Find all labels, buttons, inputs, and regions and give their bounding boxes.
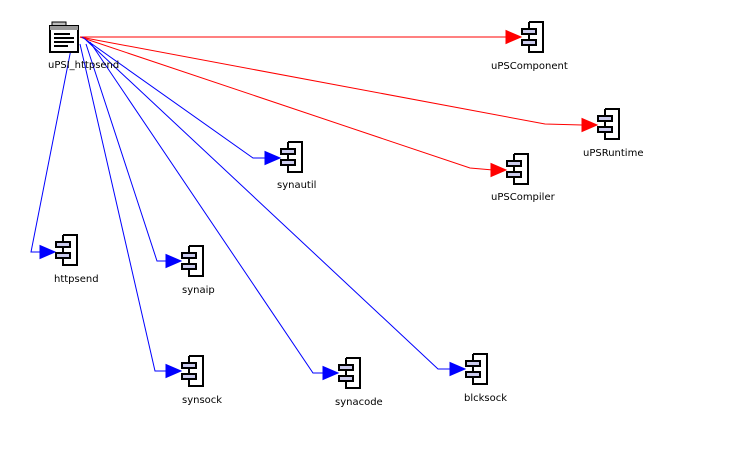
arrowhead-icon xyxy=(39,244,57,260)
edge-line xyxy=(79,36,583,126)
component-icon xyxy=(280,141,303,173)
node-uPSComponent[interactable]: uPSComponent xyxy=(491,21,568,72)
arrowhead-icon xyxy=(490,162,508,178)
component-icon xyxy=(338,357,361,389)
edge-uPSI_httpsend-to-blcksock[interactable] xyxy=(85,39,467,377)
component-icon xyxy=(506,153,529,185)
edge-uPSI_httpsend-to-synsock[interactable] xyxy=(79,43,183,379)
node-label: uPSCompiler xyxy=(491,192,556,203)
arrowhead-icon xyxy=(322,365,340,381)
component-icon xyxy=(465,353,488,385)
edge-uPSI_httpsend-to-synaip[interactable] xyxy=(85,43,183,269)
arrowhead-icon xyxy=(165,253,183,269)
node-label: synautil xyxy=(277,180,316,191)
node-label: synacode xyxy=(335,397,383,408)
edge-uPSI_httpsend-to-uPSCompiler[interactable] xyxy=(79,36,508,178)
node-label: synaip xyxy=(182,285,215,296)
edges-layer xyxy=(30,29,599,381)
node-synsock[interactable]: synsock xyxy=(181,355,222,406)
edge-uPSI_httpsend-to-uPSRuntime[interactable] xyxy=(79,36,599,133)
node-synautil[interactable]: synautil xyxy=(277,141,316,191)
node-synacode[interactable]: synacode xyxy=(335,357,383,408)
edge-line xyxy=(85,43,166,262)
arrowhead-icon xyxy=(264,150,282,166)
node-blcksock[interactable]: blcksock xyxy=(464,353,507,404)
node-label: synsock xyxy=(182,395,222,406)
edge-line xyxy=(89,41,323,374)
component-icon xyxy=(181,245,204,277)
component-icon xyxy=(521,21,544,53)
edge-line xyxy=(85,39,450,370)
arrowhead-icon xyxy=(165,363,183,379)
arrowhead-icon xyxy=(449,361,467,377)
edge-uPSI_httpsend-to-synautil[interactable] xyxy=(81,36,282,166)
edge-line xyxy=(81,36,265,159)
node-label: httpsend xyxy=(54,274,99,285)
node-uPSCompiler[interactable]: uPSCompiler xyxy=(491,153,556,203)
edge-line xyxy=(79,43,166,372)
component-icon xyxy=(55,234,78,266)
node-label: blcksock xyxy=(464,393,507,404)
source-file-icon xyxy=(49,21,79,53)
node-httpsend[interactable]: httpsend xyxy=(54,234,99,285)
node-uPSRuntime[interactable]: uPSRuntime xyxy=(583,108,643,159)
source-node[interactable]: uPSI_httpsend xyxy=(48,21,119,71)
component-icon xyxy=(181,355,204,387)
arrowhead-icon xyxy=(581,117,599,133)
edge-line xyxy=(30,43,73,253)
edge-uPSI_httpsend-to-uPSComponent[interactable] xyxy=(80,29,523,45)
arrowhead-icon xyxy=(505,29,523,45)
component-icon xyxy=(597,108,620,140)
edge-uPSI_httpsend-to-httpsend[interactable] xyxy=(30,43,73,260)
node-label: uPSRuntime xyxy=(583,148,643,159)
nodes-layer: uPSComponent uPSRuntime uPSCompiler synauti… xyxy=(54,21,643,408)
edge-line xyxy=(79,36,494,171)
edge-uPSI_httpsend-to-synacode[interactable] xyxy=(89,41,340,381)
node-label: uPSComponent xyxy=(491,61,568,72)
node-synaip[interactable]: synaip xyxy=(181,245,215,296)
source-node-label: uPSI_httpsend xyxy=(48,60,119,71)
